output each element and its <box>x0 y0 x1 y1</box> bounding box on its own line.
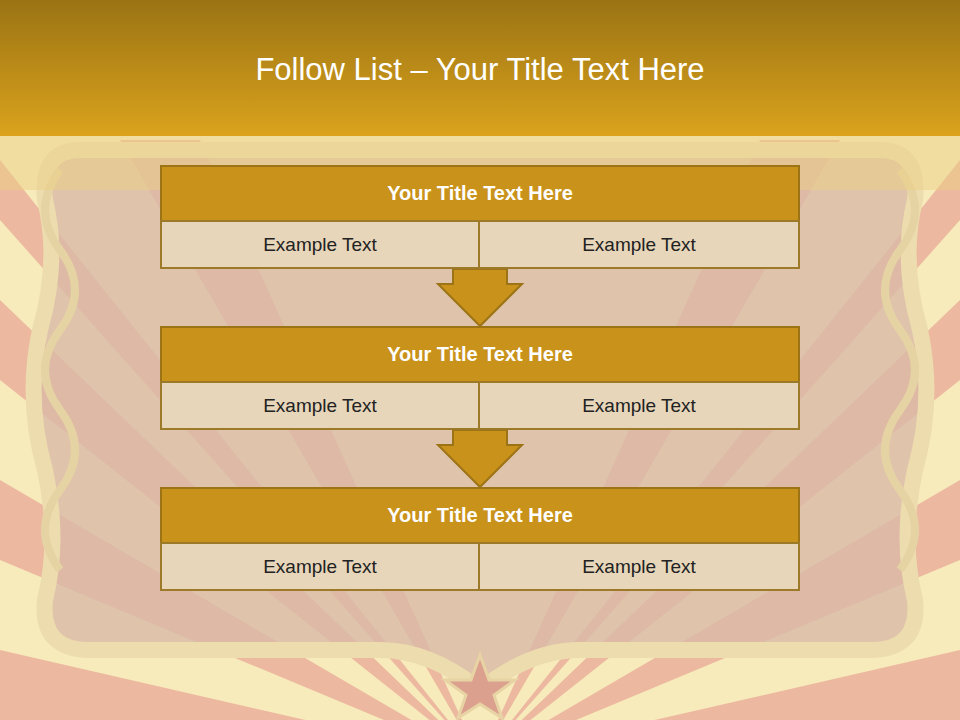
step-title-band: Your Title Text Here <box>160 165 800 222</box>
example-text: Example Text <box>255 556 385 578</box>
step-title-band: Your Title Text Here <box>160 326 800 383</box>
example-cell: Example Text <box>478 542 800 591</box>
step-title: Your Title Text Here <box>379 182 581 205</box>
step-title-band: Your Title Text Here <box>160 487 800 544</box>
sun-rays <box>0 140 960 720</box>
example-text: Example Text <box>255 395 385 417</box>
example-text: Example Text <box>255 234 385 256</box>
ornate-frame <box>34 150 927 690</box>
frame-scrolls <box>45 170 915 570</box>
step-title: Your Title Text Here <box>379 343 581 366</box>
example-text: Example Text <box>574 234 704 256</box>
example-text: Example Text <box>574 556 704 578</box>
example-cell: Example Text <box>160 542 480 591</box>
step-title: Your Title Text Here <box>379 504 581 527</box>
star-ornament <box>445 655 515 718</box>
step-group: Your Title Text HereExample Text Example … <box>160 326 800 430</box>
example-cell: Example Text <box>160 220 480 269</box>
step-group: Your Title Text HereExample Text Example … <box>160 165 800 269</box>
example-cell: Example Text <box>478 381 800 430</box>
step-group: Your Title Text HereExample Text Example … <box>160 487 800 591</box>
slide-title: Follow List – Your Title Text Here <box>0 52 960 88</box>
example-text: Example Text <box>574 395 704 417</box>
down-block-arrow <box>438 430 522 487</box>
down-block-arrow <box>438 269 522 326</box>
example-cell: Example Text <box>160 381 480 430</box>
title-bar <box>0 0 960 136</box>
example-cell: Example Text <box>478 220 800 269</box>
